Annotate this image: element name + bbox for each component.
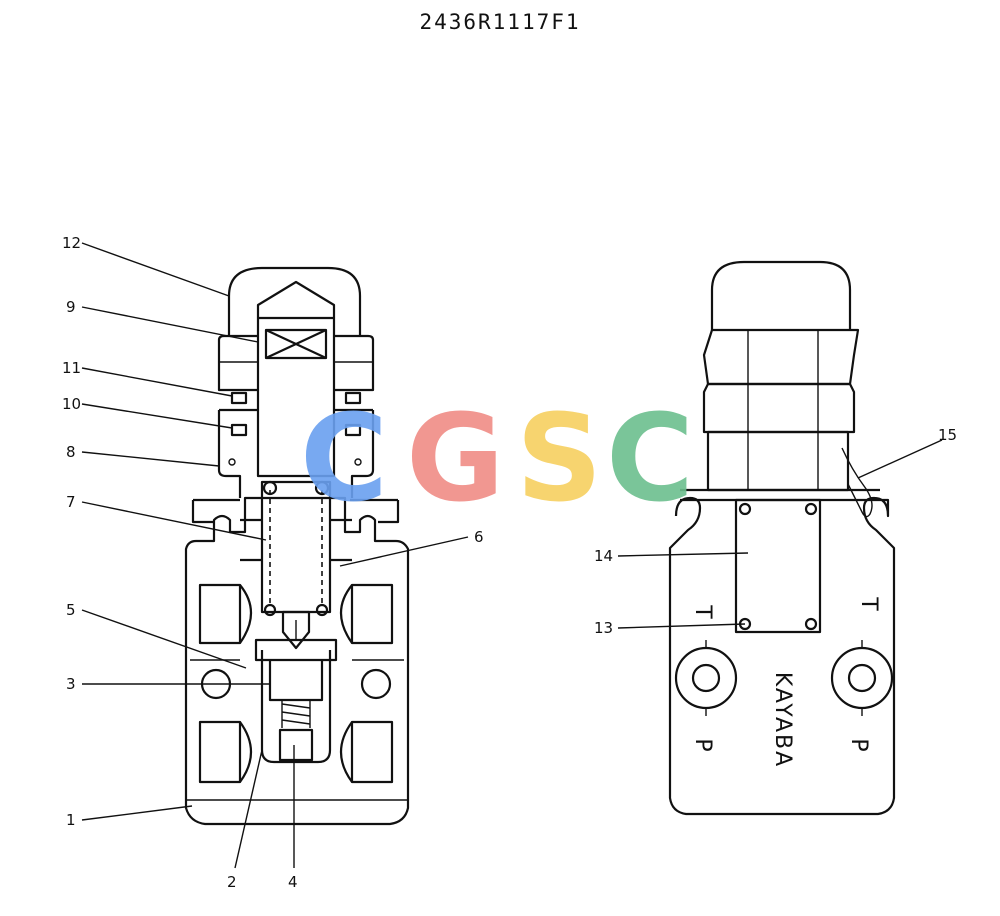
callout-10: 10: [62, 395, 81, 413]
callout-7: 7: [66, 493, 76, 511]
watermark: C G S C: [300, 390, 694, 529]
callout-1: 1: [66, 811, 76, 829]
callouts: 12 9 11 10 8 7 6 5 3 1 2 4 14 13 15: [62, 234, 957, 891]
callout-8: 8: [66, 443, 76, 461]
callout-15: 15: [938, 426, 957, 444]
port-mark-pressure-left: P: [690, 738, 715, 751]
watermark-letter-g: G: [406, 390, 505, 529]
port-mark-tank-right: T: [856, 596, 881, 611]
callout-13: 13: [594, 619, 613, 637]
watermark-letter-s: S: [516, 390, 602, 529]
section-view: [184, 266, 410, 826]
maker-stamp: KAYABA: [770, 672, 795, 768]
callout-2: 2: [227, 873, 237, 891]
valve-body: [184, 496, 410, 826]
external-view: T T P P KAYABA: [668, 260, 896, 816]
callout-12: 12: [62, 234, 81, 252]
port-mark-tank-left: T: [690, 604, 715, 619]
drawing-code: 2436R1117F1: [419, 10, 581, 34]
port-mark-pressure-right: P: [846, 738, 871, 751]
callout-4: 4: [288, 873, 298, 891]
callout-11: 11: [62, 359, 81, 377]
callout-3: 3: [66, 675, 76, 693]
callout-14: 14: [594, 547, 613, 565]
watermark-letter-c1: C: [300, 390, 388, 529]
callout-9: 9: [66, 298, 76, 316]
callout-5: 5: [66, 601, 76, 619]
callout-6: 6: [474, 528, 484, 546]
watermark-letter-c2: C: [606, 390, 694, 529]
